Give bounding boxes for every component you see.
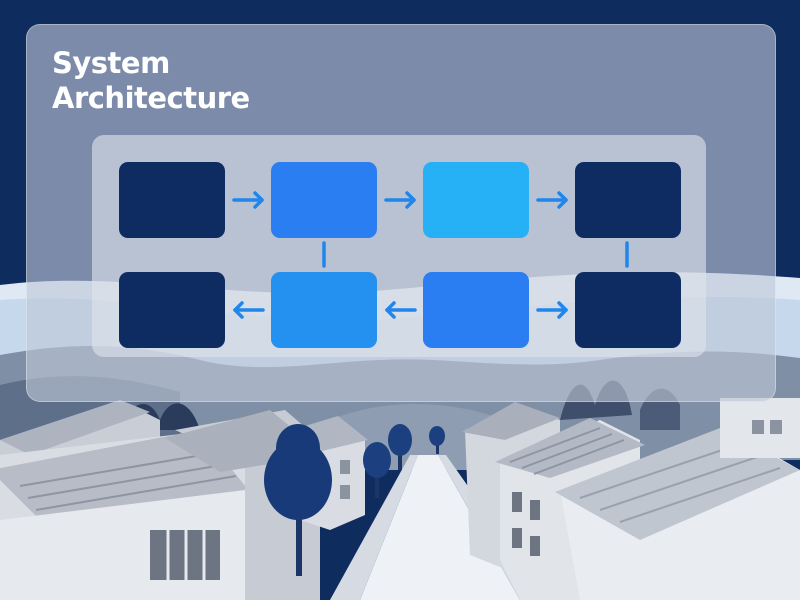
diagram-node-8 — [575, 272, 681, 348]
diagram-node-5 — [119, 272, 225, 348]
diagram-title: System Architecture — [52, 46, 250, 115]
diagram-node-1 — [119, 162, 225, 238]
diagram-node-7 — [423, 272, 529, 348]
diagram-node-6 — [271, 272, 377, 348]
diagram-node-3 — [423, 162, 529, 238]
diagram-node-2 — [271, 162, 377, 238]
diagram-node-4 — [575, 162, 681, 238]
